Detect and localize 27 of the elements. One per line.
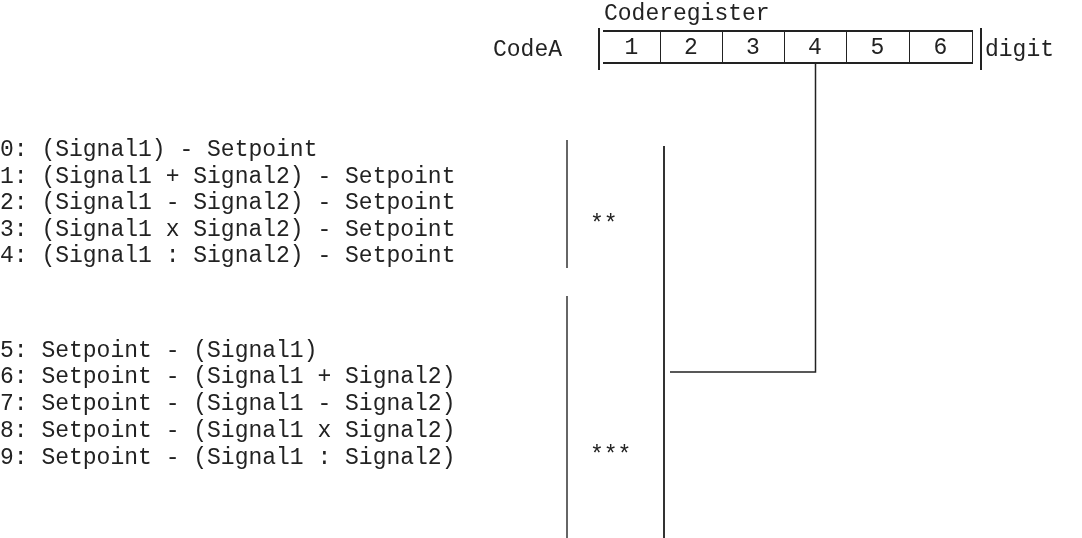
register-label: CodeA	[493, 37, 562, 63]
footnote-mark: **	[590, 212, 618, 238]
formula-line: 2: (Signal1 - Signal2) - Setpoint	[0, 190, 456, 216]
footnote-mark: ***	[590, 443, 632, 469]
formula-line: 8: Setpoint - (Signal1 x Signal2)	[0, 418, 456, 444]
register-digit-cell	[909, 30, 973, 64]
digit-number: 5	[870, 35, 885, 61]
formula-line: 7: Setpoint - (Signal1 - Signal2)	[0, 391, 456, 417]
register-digit-cell	[722, 30, 785, 64]
formula-line: 1: (Signal1 + Signal2) - Setpoint	[0, 164, 456, 190]
formula-line: 5: Setpoint - (Signal1)	[0, 338, 318, 364]
register-digit-cell	[846, 30, 910, 64]
digit-number: 1	[624, 35, 639, 61]
digit-number: 6	[933, 35, 948, 61]
register-digit-cell	[784, 30, 847, 64]
digit-number: 4	[808, 35, 822, 61]
formula-line: 0: (Signal1) - Setpoint	[0, 137, 318, 163]
register-digit-cell	[660, 30, 723, 64]
formula-line: 3: (Signal1 x Signal2) - Setpoint	[0, 217, 456, 243]
formula-line: 9: Setpoint - (Signal1 : Signal2)	[0, 445, 456, 471]
formula-line: 4: (Signal1 : Signal2) - Setpoint	[0, 243, 456, 269]
connector-line	[669, 63, 817, 373]
formula-line: 6: Setpoint - (Signal1 + Signal2)	[0, 364, 456, 390]
register-digit-cell	[603, 30, 661, 64]
digit-number: 2	[684, 35, 698, 61]
digit-number: 3	[746, 35, 760, 61]
register-heading: Coderegister	[604, 1, 770, 27]
